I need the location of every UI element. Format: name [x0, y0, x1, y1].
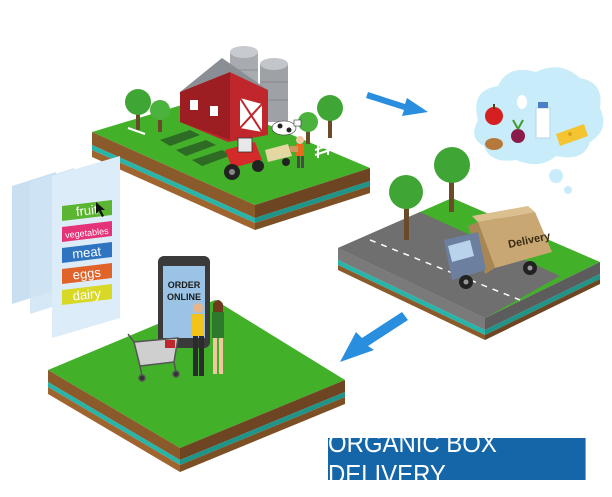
barn-icon [180, 58, 268, 142]
arrow-icon [340, 312, 408, 362]
apple-icon [485, 104, 503, 125]
egg-icon [517, 95, 527, 109]
cheese-icon [556, 124, 588, 146]
tractor-icon [224, 137, 292, 180]
phone-screen-line1: ORDER [168, 280, 201, 290]
category-menu-item[interactable]: eggs [62, 263, 112, 284]
customer-figures [192, 300, 224, 376]
category-menu-item-bar [62, 242, 112, 263]
truck-icon: Delivery [444, 206, 552, 289]
category-menu-item[interactable]: fruit [62, 200, 112, 221]
category-menu-item-bar [62, 221, 112, 242]
fence [127, 127, 346, 158]
milk-bottle-icon [535, 102, 551, 139]
category-menu-item-bar [62, 263, 112, 284]
category-menu-item[interactable]: meat [62, 242, 112, 263]
category-menu-item-label: meat [72, 244, 103, 262]
cursor-icon [96, 202, 105, 217]
category-menu-panel: fruit vegetables meat eggs dairy [12, 156, 120, 338]
farmer-figure [290, 136, 304, 168]
cow-icon [271, 119, 302, 136]
category-menu-item-label: fruit [75, 202, 99, 219]
potato-icon [485, 138, 503, 150]
shopping-cart-icon [127, 333, 180, 382]
tree-icon [125, 89, 343, 144]
arrow-icon [366, 92, 428, 116]
category-menu-item-label: dairy [72, 286, 102, 304]
beet-icon [511, 119, 525, 143]
tree-icon [389, 147, 470, 240]
category-menu-item[interactable]: vegetables [62, 221, 112, 242]
category-menu-item-bar [62, 284, 112, 305]
category-menu-item[interactable]: dairy [62, 284, 112, 305]
category-menu-list: fruit vegetables meat eggs dairy [62, 200, 112, 305]
category-menu-item-label: eggs [72, 265, 102, 283]
banner-title: ORGANIC BOX DELIVERY [328, 428, 586, 489]
category-menu-item-label: vegetables [65, 226, 110, 241]
phone-screen-line2: ONLINE [167, 292, 201, 302]
crop-field [160, 130, 232, 166]
